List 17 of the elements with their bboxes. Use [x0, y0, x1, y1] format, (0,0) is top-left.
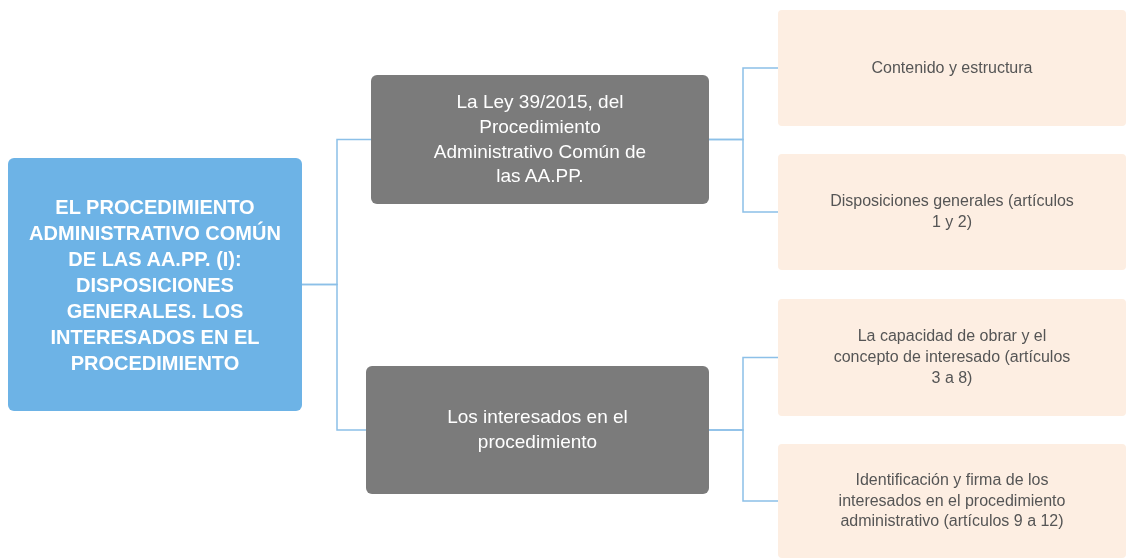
connector-line	[708, 138, 779, 213]
branch-box	[366, 366, 709, 494]
node-text: EL PROCEDIMIENTO ADMINISTRATIVO COMÚN DE LAS AA.PP. (I): DISPOSICIONES GENERALES. LOS INTERESADOS EN EL PROCEDIMIENTO	[28, 194, 282, 376]
leaf-box	[778, 299, 1126, 416]
node-text: Contenido y estructura	[871, 57, 1033, 78]
node-text: Disposiciones generales (artículos 1 y 2)	[829, 191, 1075, 232]
branch-box	[371, 75, 709, 204]
leaf-box	[778, 154, 1126, 270]
leaf-box	[778, 10, 1126, 126]
connector-line	[708, 429, 779, 502]
node-text: La capacidad de obrar y el concepto de interesado (artículos 3 a 8)	[832, 326, 1072, 388]
node-text: La Ley 39/2015, del Procedimiento Administrativo Común de las AA.PP.	[432, 90, 648, 189]
node-text: Identificación y firma de los interesados en el procedimiento administrativo (artículos 9 a 12)	[837, 469, 1067, 532]
topic-box	[8, 158, 302, 411]
leaf-box	[778, 444, 1126, 558]
connector-line	[301, 283, 367, 431]
node-text: Los interesados en el procedimiento	[446, 405, 629, 454]
